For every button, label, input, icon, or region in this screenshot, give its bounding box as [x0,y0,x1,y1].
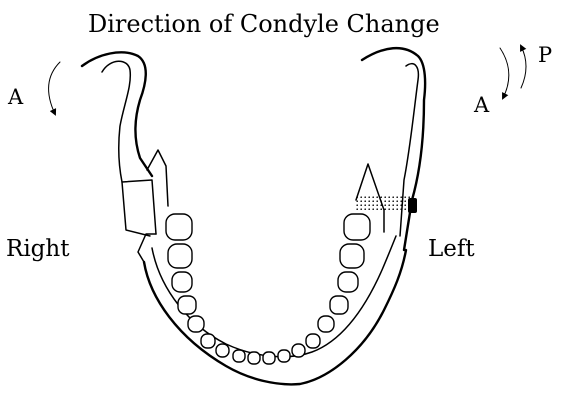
tooth [330,296,348,314]
mandible-outer-border [144,250,406,384]
tooth [188,316,204,332]
left-condyle-anterior-label: A [473,93,490,117]
tooth [292,344,305,357]
right-side-label: Right [6,236,70,262]
tooth [216,344,229,357]
tooth [201,334,215,348]
right-condyle-arrow-label: A [7,85,24,109]
left-side-label: Left [428,236,475,262]
left-ramus-stippled-region [356,196,412,210]
left-condyle-anterior-arrow [500,48,509,98]
tooth [344,214,370,240]
tooth [168,244,192,268]
right-coronoid [147,150,168,206]
tooth [338,272,358,292]
left-condyle-outline [362,48,425,250]
left-ramus-marker [408,198,417,213]
left-condyle-posterior-arrow [521,46,526,88]
right-condyle-outline [82,52,152,176]
left-condyle-posterior-label: P [538,43,552,67]
right-ramus-segment [122,180,156,234]
tooth [166,214,192,240]
right-condyle-arrow [49,62,60,114]
tooth [340,244,364,268]
tooth [263,352,275,364]
tooth [172,272,192,292]
tooth [248,352,260,364]
mandible-right-junction [138,234,156,262]
tooth [233,350,245,362]
tooth [306,334,320,348]
diagram-title: Direction of Condyle Change [88,10,440,38]
tooth [278,350,290,362]
tooth [318,316,334,332]
tooth [178,296,196,314]
